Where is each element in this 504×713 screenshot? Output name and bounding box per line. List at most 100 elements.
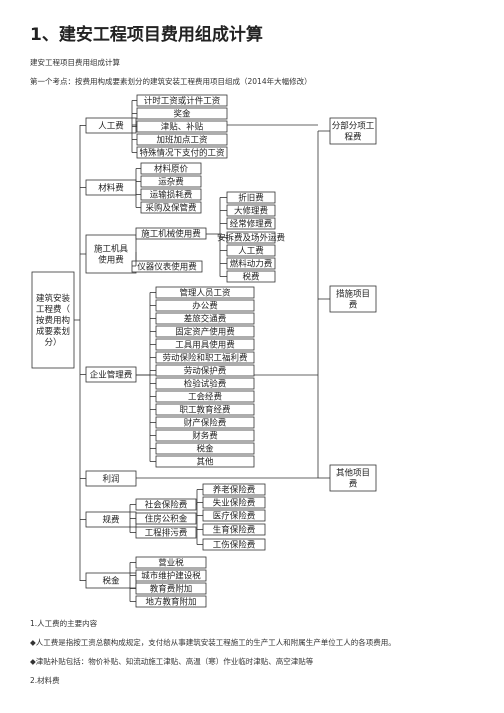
svg-text:固定资产使用费: 固定资产使用费 bbox=[175, 327, 235, 338]
mgmt-item-4: 工具用具使用费 bbox=[155, 338, 255, 351]
svg-text:税金: 税金 bbox=[196, 444, 214, 455]
svg-text:采购及保管费: 采购及保管费 bbox=[145, 203, 197, 214]
category-box-5: 规费 bbox=[85, 511, 137, 528]
svg-text:运输损耗费: 运输损耗费 bbox=[150, 190, 193, 201]
svg-text:运杂费: 运杂费 bbox=[158, 177, 184, 188]
machine-item-3: 安拆费及场外运费 bbox=[217, 231, 286, 244]
svg-text:特殊情况下支付的工资: 特殊情况下支付的工资 bbox=[139, 148, 225, 159]
svg-text:其他: 其他 bbox=[196, 457, 214, 468]
svg-text:仪器仪表使用费: 仪器仪表使用费 bbox=[137, 262, 197, 273]
svg-text:地方教育附加: 地方教育附加 bbox=[145, 597, 196, 608]
svg-text:税费: 税费 bbox=[242, 272, 260, 283]
svg-text:措施项目: 措施项目 bbox=[336, 289, 370, 300]
fee-item-1: 住房公积金 bbox=[135, 512, 197, 525]
footer-line-3: ◆津贴补贴包括：物价补贴、知流动施工津贴、高温（寒）作业临时津贴、高空津贴等 bbox=[30, 657, 314, 666]
svg-text:检验试验费: 检验试验费 bbox=[184, 379, 227, 390]
svg-text:程费: 程费 bbox=[344, 132, 362, 143]
mgmt-item-12: 税金 bbox=[155, 442, 255, 455]
machine-item-5: 燃料动力费 bbox=[226, 257, 276, 270]
svg-text:教育费附加: 教育费附加 bbox=[150, 584, 193, 595]
svg-text:奖金: 奖金 bbox=[173, 109, 191, 120]
svg-text:工伤保险费: 工伤保险费 bbox=[213, 540, 256, 551]
machine-box-1: 仪器仪表使用费 bbox=[131, 260, 203, 273]
svg-text:营业税: 营业税 bbox=[158, 558, 184, 569]
svg-text:企业管理费: 企业管理费 bbox=[90, 370, 133, 381]
labor-item-2: 津贴、补贴 bbox=[136, 120, 228, 133]
material-item-0: 材料原价 bbox=[140, 162, 202, 175]
document-subtitle: 建安工程项目费用组成计算 bbox=[30, 58, 120, 67]
svg-text:折旧费: 折旧费 bbox=[238, 193, 264, 204]
svg-text:劳动保护费: 劳动保护费 bbox=[184, 366, 227, 377]
svg-text:住房公积金: 住房公积金 bbox=[145, 514, 188, 525]
labor-item-0: 计时工资或计件工资 bbox=[136, 94, 228, 107]
svg-text:职工教育经费: 职工教育经费 bbox=[179, 405, 231, 416]
machine-item-6: 税费 bbox=[226, 270, 276, 283]
root-box: 建筑安装工程费（按费用构成要素划分） bbox=[31, 271, 75, 369]
svg-text:按费用构: 按费用构 bbox=[36, 315, 70, 326]
mgmt-item-9: 职工教育经费 bbox=[155, 403, 255, 416]
svg-text:医疗保险费: 医疗保险费 bbox=[213, 511, 256, 522]
labor-item-1: 奖金 bbox=[136, 107, 228, 120]
svg-text:津贴、补贴: 津贴、补贴 bbox=[161, 122, 204, 133]
social-item-3: 生育保险费 bbox=[202, 523, 266, 536]
mgmt-item-1: 办公费 bbox=[155, 299, 255, 312]
category-box-3: 企业管理费 bbox=[85, 366, 137, 383]
material-item-1: 运杂费 bbox=[140, 175, 202, 188]
mgmt-item-0: 管理人员工资 bbox=[155, 286, 255, 299]
svg-text:管理人员工资: 管理人员工资 bbox=[179, 288, 231, 299]
svg-text:人工费: 人工费 bbox=[238, 246, 264, 257]
svg-text:工会经费: 工会经费 bbox=[188, 392, 223, 403]
svg-text:安拆费及场外运费: 安拆费及场外运费 bbox=[217, 233, 286, 244]
tax-item-2: 教育费附加 bbox=[135, 582, 207, 595]
svg-text:施工机具: 施工机具 bbox=[94, 244, 129, 255]
svg-text:失业保险费: 失业保险费 bbox=[213, 498, 256, 509]
fee-item-2: 工程排污费 bbox=[135, 526, 197, 539]
svg-text:生育保险费: 生育保险费 bbox=[213, 525, 256, 536]
svg-text:劳动保险和职工福利费: 劳动保险和职工福利费 bbox=[162, 353, 248, 364]
svg-text:差旅交通费: 差旅交通费 bbox=[184, 314, 227, 325]
svg-text:工程费（: 工程费（ bbox=[36, 304, 71, 315]
labor-item-3: 加班加点工资 bbox=[136, 133, 228, 146]
mgmt-item-13: 其他 bbox=[155, 455, 255, 468]
mgmt-item-5: 劳动保险和职工福利费 bbox=[155, 351, 255, 364]
mgmt-item-10: 财产保险费 bbox=[155, 416, 255, 429]
mgmt-item-11: 财务费 bbox=[155, 429, 255, 442]
svg-text:工具用具使用费: 工具用具使用费 bbox=[175, 340, 235, 351]
svg-text:费: 费 bbox=[349, 300, 358, 311]
svg-text:其他项目: 其他项目 bbox=[336, 468, 370, 479]
svg-text:分）: 分） bbox=[44, 337, 61, 348]
svg-text:社会保险费: 社会保险费 bbox=[145, 500, 188, 511]
svg-text:计时工资或计件工资: 计时工资或计件工资 bbox=[144, 96, 221, 107]
mgmt-item-2: 差旅交通费 bbox=[155, 312, 255, 325]
svg-text:材料费: 材料费 bbox=[98, 183, 124, 194]
svg-text:工程排污费: 工程排污费 bbox=[145, 528, 188, 539]
footer-line-2: ◆人工费是指按工资总额构成规定，支付给从事建筑安装工程施工的生产工人和附属生产单… bbox=[30, 638, 396, 647]
svg-text:材料原价: 材料原价 bbox=[154, 164, 189, 175]
key-point-heading: 第一个考点：按费用构成要素划分的建筑安装工程费用项目组成（2014年大幅修改） bbox=[30, 77, 312, 86]
svg-text:使用费: 使用费 bbox=[98, 255, 124, 266]
mgmt-item-8: 工会经费 bbox=[155, 390, 255, 403]
tax-item-1: 城市维护建设税 bbox=[135, 569, 207, 582]
machine-box-0: 施工机械使用费 bbox=[135, 227, 207, 240]
machine-item-1: 大修理费 bbox=[226, 204, 276, 217]
category-box-0: 人工费 bbox=[85, 117, 137, 134]
svg-text:税金: 税金 bbox=[102, 576, 120, 587]
svg-text:财务费: 财务费 bbox=[192, 431, 218, 442]
social-item-0: 养老保险费 bbox=[202, 483, 266, 496]
mgmt-item-3: 固定资产使用费 bbox=[155, 325, 255, 338]
category-box-1: 材料费 bbox=[85, 179, 137, 196]
fee-item-0: 社会保险费 bbox=[135, 498, 197, 511]
svg-text:经常修理费: 经常修理费 bbox=[230, 219, 273, 230]
social-item-4: 工伤保险费 bbox=[202, 538, 266, 551]
svg-text:办公费: 办公费 bbox=[192, 301, 218, 312]
material-item-3: 采购及保管费 bbox=[140, 201, 202, 214]
svg-text:建筑安装: 建筑安装 bbox=[36, 293, 71, 304]
svg-text:规费: 规费 bbox=[102, 515, 120, 526]
page-title: 1、建安工程项目费用组成计算 bbox=[30, 25, 263, 45]
tax-item-3: 地方教育附加 bbox=[135, 595, 207, 608]
category-box-6: 税金 bbox=[85, 572, 137, 589]
social-item-1: 失业保险费 bbox=[202, 496, 266, 509]
